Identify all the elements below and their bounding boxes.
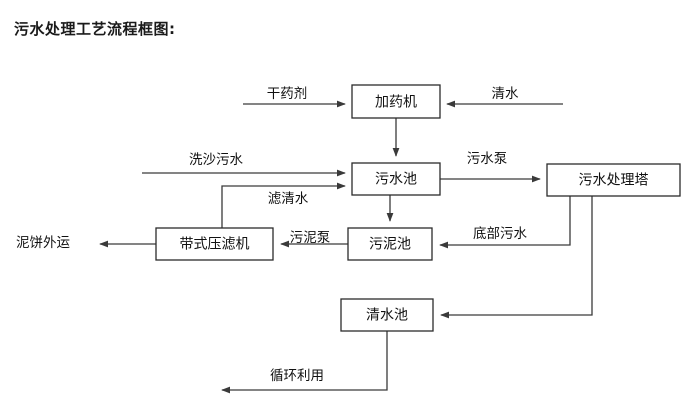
node-clear-water-pool[interactable]: 清水池 bbox=[340, 298, 434, 332]
node-sewage-pool-label: 污水池 bbox=[375, 172, 417, 188]
edge-tower-to-sludge-pool bbox=[439, 196, 571, 249]
edge-clear-pool-to-recycle bbox=[221, 331, 388, 394]
node-treatment-tower[interactable]: 污水处理塔 bbox=[546, 163, 681, 197]
edges-layer bbox=[99, 100, 593, 394]
node-clear-water-pool-label: 清水池 bbox=[366, 308, 408, 324]
node-sludge-pool-label: 污泥池 bbox=[369, 237, 411, 253]
edge-label-dry-chemical: 干药剂 bbox=[267, 86, 308, 102]
edge-label-sludge-pump: 污泥泵 bbox=[290, 230, 331, 246]
node-sewage-pool[interactable]: 污水池 bbox=[351, 162, 441, 196]
node-treatment-tower-label: 污水处理塔 bbox=[579, 173, 649, 189]
edge-label-filtered-clear-water: 滤清水 bbox=[268, 191, 309, 207]
node-belt-filter-press-label: 带式压滤机 bbox=[180, 237, 250, 253]
edge-belt-press-to-sewage-pool bbox=[221, 182, 346, 228]
node-sludge-pool[interactable]: 污泥池 bbox=[347, 227, 433, 261]
nodes-layer: 加药机 污水池 污水处理塔 带式压滤机 污泥池 清水池 bbox=[155, 84, 681, 332]
edge-label-recycle-reuse: 循环利用 bbox=[270, 368, 324, 384]
edge-label-sand-wash-sewage: 洗沙污水 bbox=[189, 152, 243, 168]
node-belt-filter-press[interactable]: 带式压滤机 bbox=[155, 227, 274, 261]
edge-label-bottom-sewage: 底部污水 bbox=[473, 226, 527, 242]
terminal-label-mud-cake-export: 泥饼外运 bbox=[16, 235, 70, 251]
terminal-labels-layer: 泥饼外运 bbox=[16, 235, 70, 251]
edge-label-clean-water: 清水 bbox=[492, 86, 520, 102]
edge-tower-to-clear-pool bbox=[440, 196, 593, 319]
node-dosing-machine[interactable]: 加药机 bbox=[351, 84, 441, 119]
edge-labels-layer: 干药剂 清水 洗沙污水 污水泵 滤清水 污泥泵 底部污水 循环利用 bbox=[189, 86, 527, 384]
edge-label-sewage-pump: 污水泵 bbox=[467, 151, 508, 167]
node-dosing-machine-label: 加药机 bbox=[375, 95, 417, 111]
page-title: 污水处理工艺流程框图: bbox=[14, 20, 176, 38]
